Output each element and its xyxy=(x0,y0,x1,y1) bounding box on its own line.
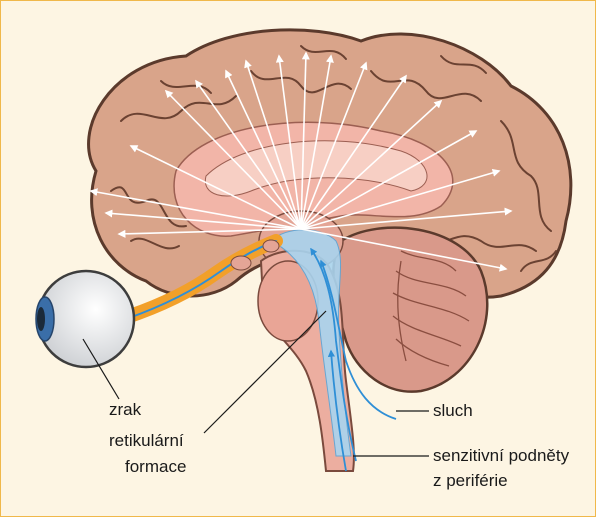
label-reticular-line1: retikulární xyxy=(109,431,184,451)
optic-chiasm xyxy=(231,256,251,270)
label-sensory-line1: senzitivní podněty xyxy=(433,446,569,466)
eye xyxy=(36,271,134,367)
cerebellum xyxy=(333,228,487,392)
pupil-icon xyxy=(37,307,45,331)
label-reticular-line2: formace xyxy=(125,457,186,477)
pituitary xyxy=(263,240,279,252)
label-hearing: sluch xyxy=(433,401,473,421)
label-sensory-line2: z periférie xyxy=(433,471,508,491)
label-vision: zrak xyxy=(109,400,141,420)
